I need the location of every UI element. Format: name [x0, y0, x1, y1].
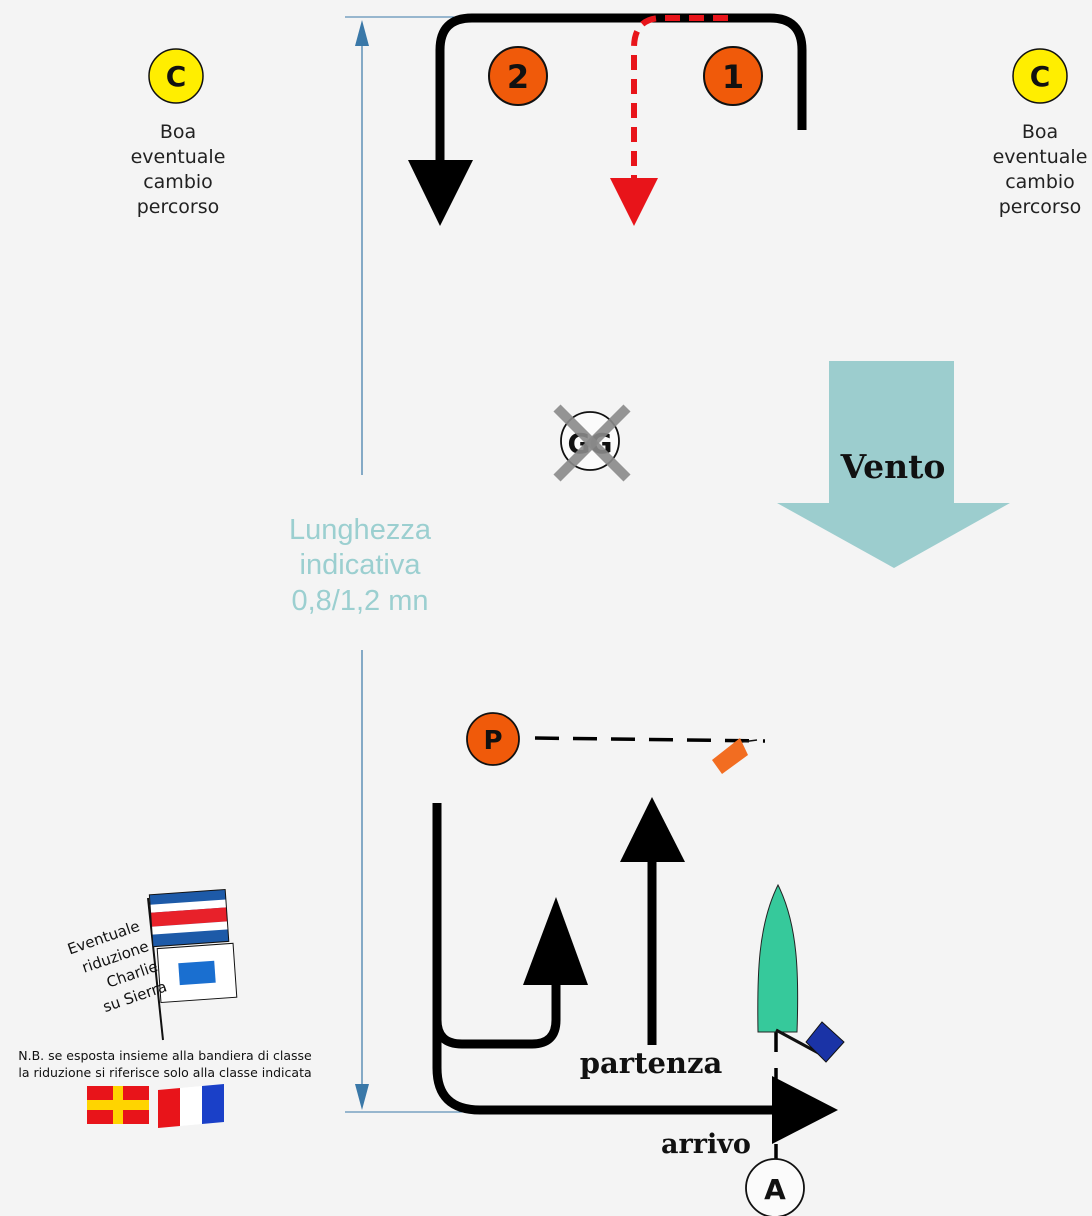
change-buoy-left-mark: [148, 48, 204, 104]
blue-flag-icon: [805, 1021, 845, 1063]
change-buoy-left-caption-4: percorso: [137, 196, 220, 218]
orange-flag-pole: [741, 739, 758, 743]
start-line: [534, 736, 766, 743]
nb-note-line2: la riduzione si riferisce solo alla clas…: [18, 1065, 311, 1080]
start-finish-area: P partenza arrivo A: [432, 712, 845, 1216]
reduction-flags: Eventuale riduzione Charlie su Sierra N.…: [18, 888, 312, 1128]
measure-arrow-up-icon: [355, 20, 369, 46]
orange-flag-icon: [712, 738, 748, 774]
mark-1-number: 1: [722, 58, 744, 96]
reduction-flag-pole: [147, 897, 164, 1041]
length-measure: Lunghezza indicativa 0,8/1,2 mn: [289, 16, 540, 1113]
start-label: partenza: [580, 1046, 723, 1080]
inner-route-arrowhead-icon: [523, 897, 588, 985]
mark-2-number: 2: [507, 58, 529, 96]
upwind-route-path: [435, 13, 807, 168]
mark-2: 2: [488, 46, 548, 106]
length-text-line1: Lunghezza: [289, 514, 432, 546]
arrival-buoy-letter: A: [764, 1173, 786, 1206]
committee-boat-icon: [757, 883, 799, 1033]
wind-arrow: Vento: [777, 361, 1010, 568]
red-route-arrowhead-icon: [610, 178, 658, 226]
change-buoy-left-caption-3: cambio: [143, 171, 213, 193]
romeo-flag-icon: [87, 1086, 149, 1124]
change-buoy-right-caption-4: percorso: [999, 196, 1082, 218]
change-buoy-right-letter: C: [1030, 60, 1051, 93]
change-buoy-right-caption-2: eventuale: [993, 146, 1088, 168]
length-text-line2: indicativa: [300, 549, 422, 581]
pin-buoy-letter: P: [483, 726, 502, 756]
gate-buoy-crossed: G G: [553, 404, 631, 482]
gate-cross-line-2: [553, 404, 631, 482]
wind-label: Vento: [840, 447, 946, 486]
change-buoy-left: C Boa eventuale cambio percorso: [131, 48, 226, 218]
finish-arrowhead-icon: [772, 1076, 838, 1144]
measure-arrow-down-icon: [355, 1084, 369, 1110]
mark-1-buoy: [703, 46, 763, 106]
arrival-buoy: [745, 1158, 805, 1216]
sierra-flag-icon: [156, 942, 238, 1004]
change-buoy-left-caption-2: eventuale: [131, 146, 226, 168]
charlie-flag-icon: [148, 888, 230, 948]
change-buoy-right-caption-3: cambio: [1005, 171, 1075, 193]
class-flag-icon: [158, 1084, 224, 1128]
inner-route-path: [432, 980, 561, 1049]
red-route: [610, 15, 728, 226]
change-buoy-right: C Boa eventuale cambio percorso: [993, 48, 1088, 218]
mark-1: 1: [703, 46, 763, 106]
upwind-route-arrowhead-icon: [408, 160, 473, 226]
finish-route-path: [432, 803, 775, 1115]
change-buoy-right-mark: [1012, 48, 1068, 104]
upwind-route: [408, 13, 807, 226]
start-arrow-icon: [620, 797, 685, 862]
change-buoy-right-caption-1: Boa: [1022, 121, 1058, 143]
change-buoy-left-caption-1: Boa: [160, 121, 196, 143]
mark-2-buoy: [488, 46, 548, 106]
nb-note-line1: N.B. se esposta insieme alla bandiera di…: [18, 1048, 312, 1063]
pin-buoy: [466, 712, 520, 766]
finish-label: arrivo: [661, 1129, 751, 1160]
length-text-line3: 0,8/1,2 mn: [291, 585, 428, 617]
wind-arrow-icon: [777, 361, 1010, 568]
change-buoy-left-letter: C: [166, 60, 187, 93]
